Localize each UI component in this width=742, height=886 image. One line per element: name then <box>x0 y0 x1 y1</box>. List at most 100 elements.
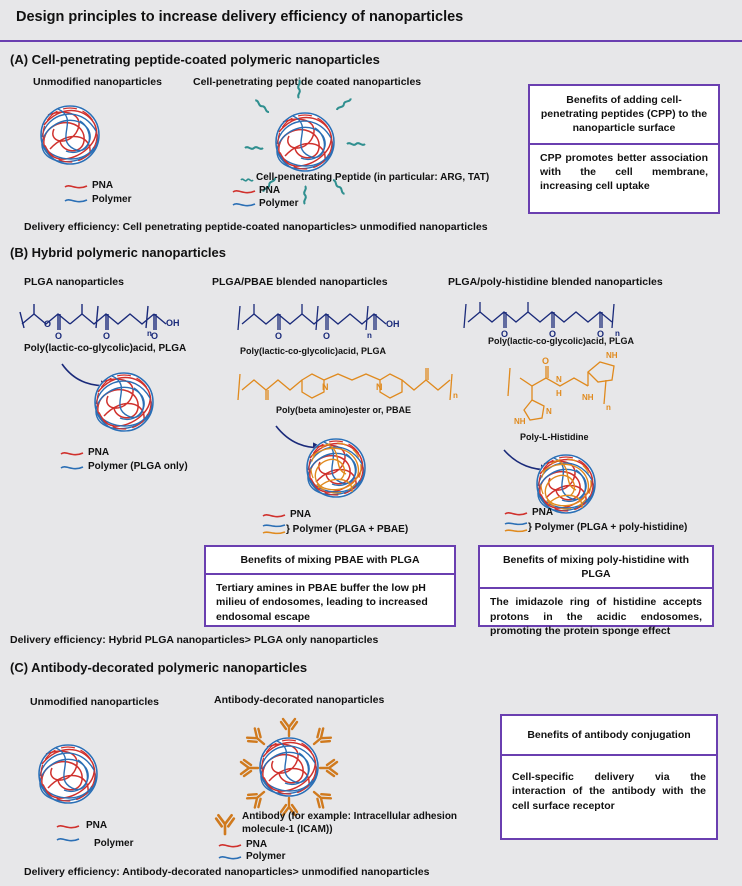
pna-legend-line-b1 <box>60 452 84 456</box>
section-b-heading: (B) Hybrid polymeric nanoparticles <box>10 245 226 260</box>
plga1-oh: OH <box>166 318 180 328</box>
section-a-unmodified-label: Unmodified nanoparticles <box>33 76 162 88</box>
cpp-benefits-divider <box>530 142 718 145</box>
his-benefits-box: Benefits of mixing poly-histidine with P… <box>478 545 714 637</box>
pbae-benefits-header: Benefits of mixing PBAE with PLGA <box>240 554 420 566</box>
his-n-ring: N <box>546 407 552 416</box>
pna-legend-label-b2: PNA <box>290 509 312 520</box>
polymer-legend-label-a2: Polymer <box>259 198 299 209</box>
pbae-benefits-body: Tertiary amines in PBAE buffer the low p… <box>216 582 428 623</box>
polymer-legend-label-c2: Polymer <box>246 851 286 862</box>
plga-np-label: PLGA nanoparticles <box>24 276 124 288</box>
pna-legend-label-b1: PNA <box>88 447 110 458</box>
polyhistidine-structure: O H N NH NH NH N n <box>507 351 618 426</box>
pbae-n-1: N <box>322 382 329 392</box>
pna-legend-label-a2: PNA <box>259 185 281 196</box>
section-a-cpp-label: Cell-penetrating peptide coated nanopart… <box>193 76 422 88</box>
his-benefits-header: Benefits of mixing poly-histidine with P… <box>502 554 690 581</box>
cpp-benefits-header: Benefits of adding cell-penetrating pept… <box>540 94 708 135</box>
unmodified-nanoparticle-a <box>39 104 101 166</box>
section-c-efficiency: Delivery efficiency: Antibody-decorated … <box>24 866 430 878</box>
pna-legend-label-c: PNA <box>86 820 108 831</box>
plga-name-1: Poly(lactic-co-glycolic)acid, PLGA <box>24 343 187 354</box>
pbae-n-sub: n <box>453 391 458 400</box>
his-n-sub: n <box>606 403 611 412</box>
plga3-n: n <box>615 329 620 338</box>
pna-legend-label-a: PNA <box>92 180 114 191</box>
antibody-benefits-divider <box>502 754 716 757</box>
plga-structure-3: O O O n <box>463 302 620 339</box>
his-hn-ring: NH <box>514 417 526 426</box>
unmodified-nanoparticle-c <box>37 743 99 805</box>
his-benefits-divider <box>480 587 712 590</box>
antibody-benefits-body: Cell-specific delivery via the interacti… <box>512 771 706 812</box>
plga1-o-2: O <box>55 331 62 341</box>
pna-legend-label-b3: PNA <box>532 507 554 518</box>
pna-legend-line-c2 <box>218 844 242 848</box>
pna-legend-label-c2: PNA <box>246 839 268 850</box>
pbae-benefits-divider <box>206 573 454 576</box>
plga2-o-2: O <box>323 331 330 341</box>
peptide-legend-icon <box>240 178 254 182</box>
pbae-structure: N N n <box>237 368 458 401</box>
plga-structure-1: O O O O OH n <box>19 304 180 341</box>
polymer-legend-line-b1 <box>60 466 84 470</box>
pna-legend-line-b3 <box>504 512 528 516</box>
section-a-heading: (A) Cell-penetrating peptide-coated poly… <box>10 52 380 67</box>
polymer-legend-lines-b2 <box>262 524 286 535</box>
plga1-o-1: O <box>44 319 51 329</box>
section-c-antibody-label: Antibody-decorated nanoparticles <box>214 694 385 706</box>
pbae-n-2: N <box>376 382 383 392</box>
pna-legend-line-b2 <box>262 514 286 518</box>
plga-pbae-nanoparticle <box>296 428 376 508</box>
cpp-benefits-body: CPP promotes better association with the… <box>540 151 708 192</box>
plga-nanoparticle <box>93 371 155 433</box>
polymer-legend-label-b3: } Polymer (PLGA + poly-histidine) <box>528 522 688 533</box>
pna-legend-line-a2 <box>232 190 256 194</box>
his-nh-ring: NH <box>606 351 618 360</box>
peptide-legend-label: Cell-penetrating Peptide (in particular:… <box>256 172 490 183</box>
plga1-o-4: O <box>151 331 158 341</box>
plga-structure-2: OH O O n <box>237 304 400 341</box>
pbae-benefits-box: Benefits of mixing PBAE with PLGA Tertia… <box>204 545 456 627</box>
antibody-benefits-header: Benefits of antibody conjugation <box>527 729 691 741</box>
section-b-efficiency: Delivery efficiency: Hybrid PLGA nanopar… <box>10 634 379 646</box>
plga2-n: n <box>367 331 372 340</box>
antibody-benefits-box: Benefits of antibody conjugation Cell-sp… <box>500 714 718 840</box>
his-o: O <box>542 356 549 366</box>
polymer-legend-label-b1: Polymer (PLGA only) <box>88 461 188 472</box>
his-blend-label: PLGA/poly-histidine blended nanoparticle… <box>448 276 663 288</box>
polyhistidine-name: Poly-L-Histidine <box>520 432 589 442</box>
plga1-o-3: O <box>103 331 110 341</box>
polymer-legend-label-c: Polymer <box>94 838 134 849</box>
plga2-o-1: O <box>275 331 282 341</box>
his-benefits-body: The imidazole ring of histidine accepts … <box>490 596 702 637</box>
section-c-unmodified-label: Unmodified nanoparticles <box>30 696 159 708</box>
polymer-legend-line-a <box>64 199 88 203</box>
polymer-legend-line-a2 <box>232 203 256 207</box>
antibody-legend-label: Antibody (for example: Intracellular adh… <box>242 811 458 835</box>
cpp-benefits-box: Benefits of adding cell-penetrating pept… <box>528 84 720 214</box>
antibody-legend-icon <box>214 813 236 836</box>
polymer-legend-label-b2: } Polymer (PLGA + PBAE) <box>286 524 409 535</box>
plga3-o-1: O <box>501 329 508 339</box>
polymer-legend-lines-b3 <box>504 522 528 533</box>
plga-name-3: Poly(lactic-co-glycolic)acid, PLGA <box>488 336 635 346</box>
plga1-n: n <box>147 329 152 338</box>
plga3-o-3: O <box>597 329 604 339</box>
his-n-1: N <box>556 375 562 384</box>
polymer-legend-line-c <box>56 838 80 842</box>
pna-legend-line-c <box>56 825 80 829</box>
his-h-1: H <box>556 389 562 398</box>
pbae-name: Poly(beta amino)ester or, PBAE <box>276 405 412 415</box>
plga2-oh: OH <box>386 319 400 329</box>
polymer-legend-label-a: Polymer <box>92 194 132 205</box>
section-a-efficiency: Delivery efficiency: Cell penetrating pe… <box>24 221 488 233</box>
antibody-decorated-nanoparticle <box>239 717 339 817</box>
section-c-heading: (C) Antibody-decorated polymeric nanopar… <box>10 660 308 675</box>
title-divider <box>0 40 742 42</box>
plga-name-2: Poly(lactic-co-glycolic)acid, PLGA <box>240 346 387 356</box>
page-title: Design principles to increase delivery e… <box>16 9 464 25</box>
pna-legend-line-a <box>64 185 88 189</box>
plga3-o-2: O <box>549 329 556 339</box>
